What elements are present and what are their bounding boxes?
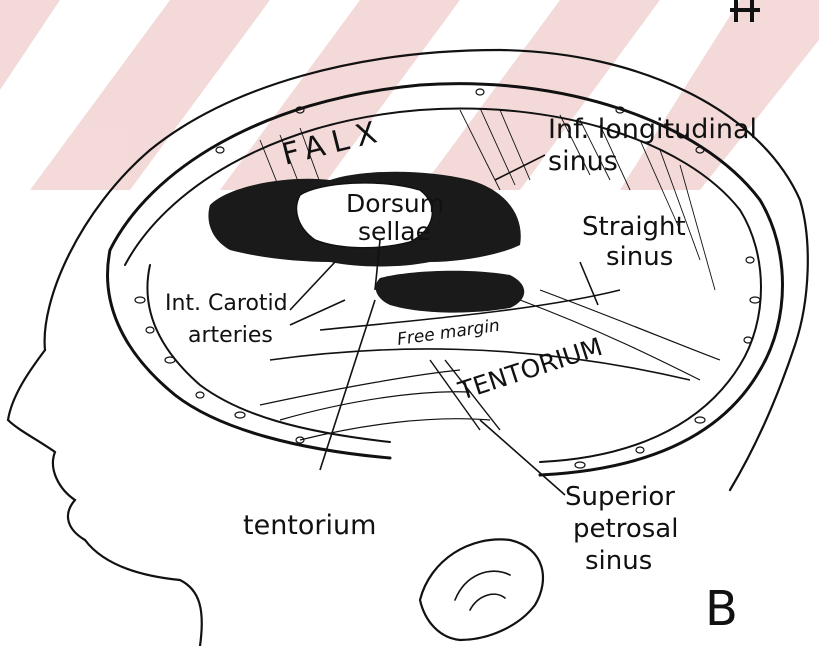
inf-longitudinal-label-line2: sinus [548,146,618,177]
tentorium-surface [260,290,720,440]
superior-petrosal-label-line1: Superior [565,482,675,512]
superior-petrosal-label-line2: petrosal [573,514,678,544]
tentorium-lower-label: tentorium [243,510,376,541]
inf-longitudinal-label-line1: Inf. longitudinal [548,114,757,145]
straight-sinus-label-line2: sinus [606,242,673,272]
tentorium-caps-label: TENTORIUM [454,332,606,406]
carotid-label-line2: arteries [188,323,273,348]
straight-sinus-label-line1: Straight [582,212,686,242]
panel-letter: B [705,581,738,637]
superior-petrosal-label-line3: sinus [585,546,652,576]
dorsum-label-line2: sellae [358,217,431,246]
carotid-label-line1: Int. Carotid [165,291,288,316]
watermark [0,0,819,190]
dorsum-label-line1: Dorsum [346,189,444,218]
